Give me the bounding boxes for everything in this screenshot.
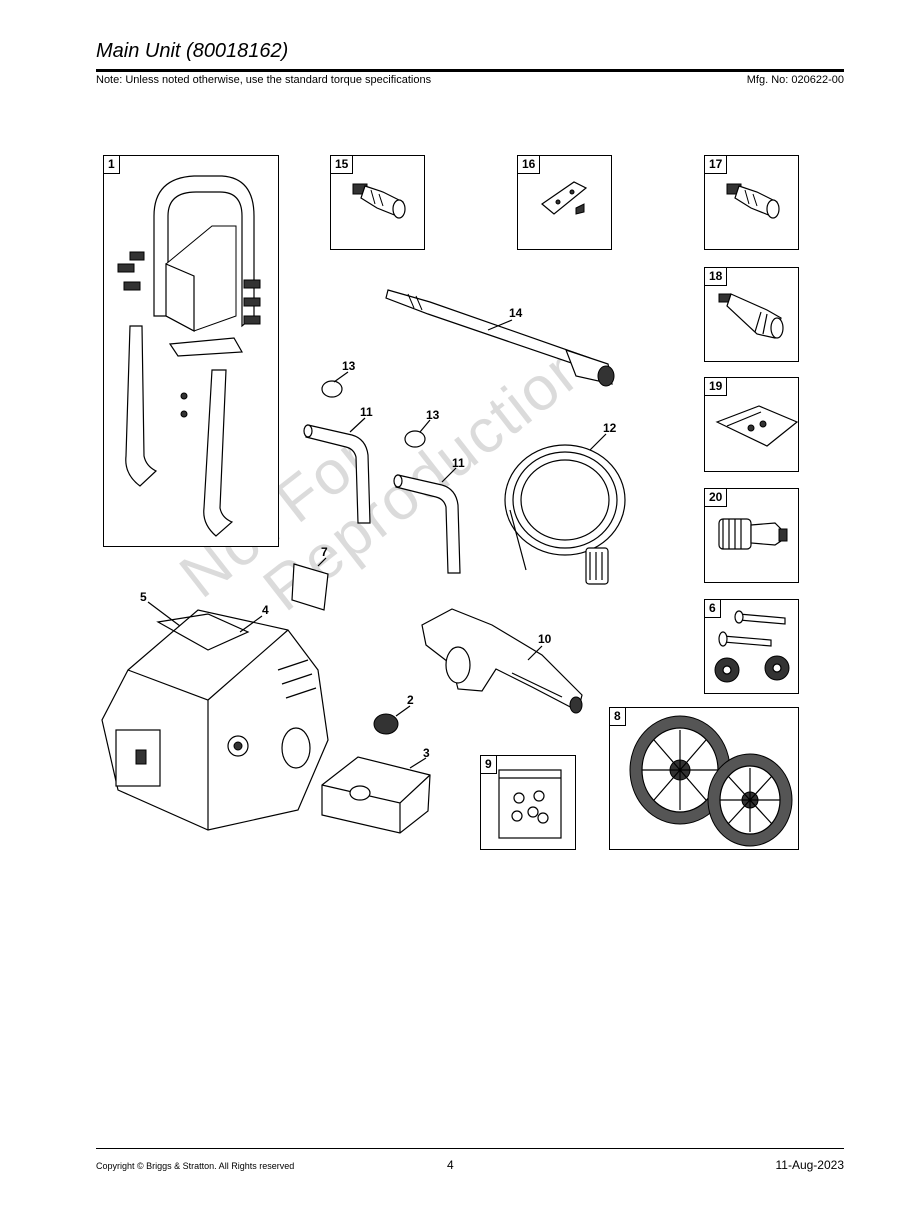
garden-hose-adapter-drawing — [718, 518, 788, 550]
handle-assembly-drawing — [117, 175, 261, 537]
part-number-tag: 9 — [481, 756, 497, 774]
bolts-and-knobs-drawing — [714, 610, 790, 683]
torque-note: Note: Unless noted otherwise, use the st… — [96, 74, 432, 86]
part-number-tag: 16 — [518, 156, 541, 174]
part-number-tag: 18 — [705, 268, 728, 286]
seal-kit-bag-drawing — [498, 769, 562, 839]
callout-13: 13 — [426, 408, 440, 422]
quick-connect-fitting-drawing — [726, 183, 780, 219]
part-number-tag: 8 — [610, 708, 626, 726]
part-box-9[interactable]: 9 — [480, 755, 576, 850]
part-number-tag: 20 — [705, 489, 728, 507]
callout-11: 11 — [360, 405, 373, 419]
footer-rule — [96, 1148, 844, 1149]
main-unit-housing-drawing — [101, 609, 329, 831]
wheels-drawing — [629, 715, 793, 847]
bracket-drawing — [541, 181, 588, 215]
callout-14: 14 — [509, 306, 523, 320]
callout-7: 7 — [321, 545, 328, 559]
label-decal-drawing — [291, 563, 329, 611]
spray-gun-drawing — [421, 608, 583, 714]
detergent-cap-drawing — [373, 713, 399, 735]
part-box-6[interactable]: 6 — [704, 599, 799, 694]
part-box-16[interactable]: 16 — [517, 155, 612, 250]
part-box-20[interactable]: 20 — [704, 488, 799, 583]
header-rule — [96, 69, 844, 72]
part-box-18[interactable]: 18 — [704, 267, 799, 362]
spray-wand-drawing — [385, 289, 615, 387]
callout-3: 3 — [423, 746, 430, 760]
callout-10: 10 — [538, 632, 552, 646]
part-box-15[interactable]: 15 — [330, 155, 425, 250]
part-box-8[interactable]: 8 — [609, 707, 799, 850]
part-box-17[interactable]: 17 — [704, 155, 799, 250]
mfg-number: Mfg. No: 020622-00 — [746, 74, 844, 86]
part-number-tag: 19 — [705, 378, 728, 396]
detergent-tank-drawing — [321, 756, 431, 834]
page-title: Main Unit (80018162) — [96, 40, 289, 62]
lower-handle-tube-drawing — [303, 424, 371, 524]
page-number: 4 — [447, 1158, 454, 1172]
callout-12: 12 — [603, 421, 617, 435]
part-box-19[interactable]: 19 — [704, 377, 799, 472]
callout-13: 13 — [342, 359, 356, 373]
part-number-tag: 6 — [705, 600, 721, 618]
high-pressure-hose-drawing — [504, 444, 626, 585]
callout-11: 11 — [452, 456, 465, 470]
callout-5: 5 — [140, 590, 147, 604]
part-number-tag: 17 — [705, 156, 728, 174]
hardware-bag-drawing — [715, 405, 799, 447]
lower-handle-tube-drawing — [393, 474, 461, 574]
footer-date: 11-Aug-2023 — [775, 1158, 845, 1172]
plug-cap-drawing — [321, 380, 343, 398]
callout-2: 2 — [407, 693, 414, 707]
part-number-tag: 1 — [104, 156, 120, 174]
part-box-1[interactable]: 1 — [103, 155, 279, 547]
callout-4: 4 — [262, 603, 269, 617]
plug-cap-drawing — [404, 430, 426, 448]
part-number-tag: 15 — [331, 156, 354, 174]
quick-connect-fitting-drawing — [352, 183, 406, 219]
copyright-text: Copyright © Briggs & Stratton. All Right… — [96, 1161, 295, 1171]
turbo-nozzle-drawing — [718, 293, 784, 339]
